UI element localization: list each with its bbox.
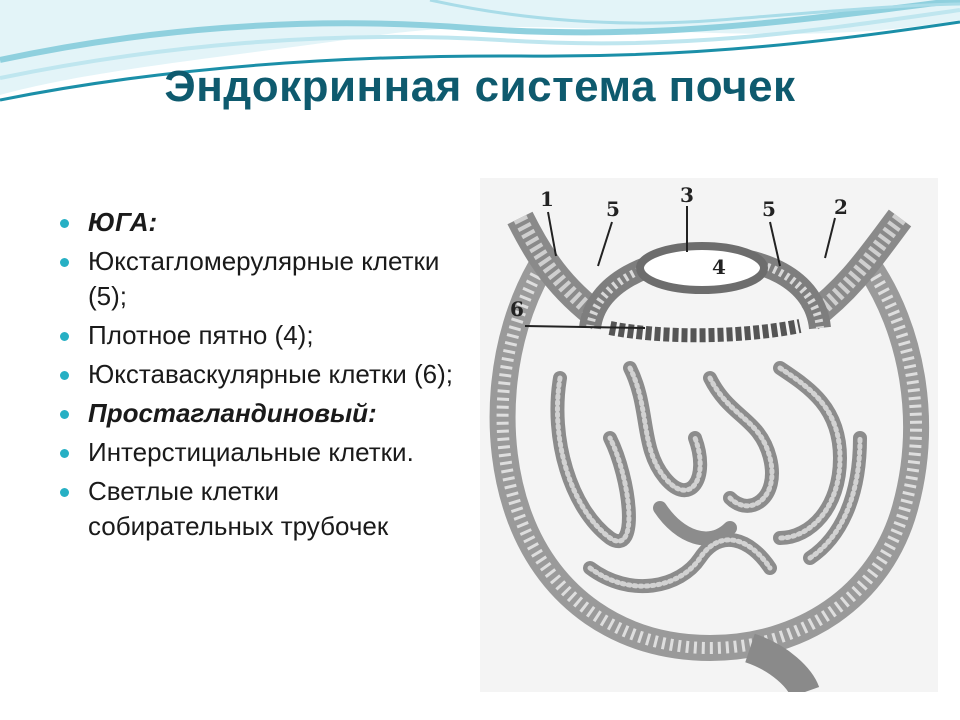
bullet-dot-icon: [60, 219, 69, 228]
bullet-dot-icon: [60, 488, 69, 497]
bullet-item: Юкстагломерулярные клетки (5);: [58, 244, 468, 314]
bullet-item: Плотное пятно (4);: [58, 318, 468, 353]
figure-label-3: 3: [680, 183, 694, 207]
figure-label-5-right: 5: [762, 197, 776, 221]
bullet-dot-icon: [60, 371, 69, 380]
bullet-list: ЮГА: Юкстагломерулярные клетки (5); Плот…: [58, 205, 468, 548]
kidney-histology-figure: 1 5 3 4 5 2 6: [480, 178, 938, 692]
bullet-item: Юкставаскулярные клетки (6);: [58, 357, 468, 392]
figure-label-5-left: 5: [606, 197, 620, 221]
figure-label-4: 4: [712, 255, 726, 279]
header-wave-decoration: [0, 0, 960, 102]
bullet-item: ЮГА:: [58, 205, 468, 240]
figure-label-6: 6: [510, 297, 524, 321]
figure-label-2: 2: [834, 195, 848, 219]
bullet-dot-icon: [60, 332, 69, 341]
bullet-dot-icon: [60, 449, 69, 458]
bullet-item: Светлые клетки собирательных трубочек: [58, 474, 468, 544]
bullet-item: Интерстициальные клетки.: [58, 435, 468, 470]
bullet-item: Простагландиновый:: [58, 396, 468, 431]
figure-label-1: 1: [540, 187, 554, 211]
slide-title: Эндокринная система почек: [164, 62, 796, 111]
bullet-dot-icon: [60, 410, 69, 419]
bullet-dot-icon: [60, 258, 69, 267]
